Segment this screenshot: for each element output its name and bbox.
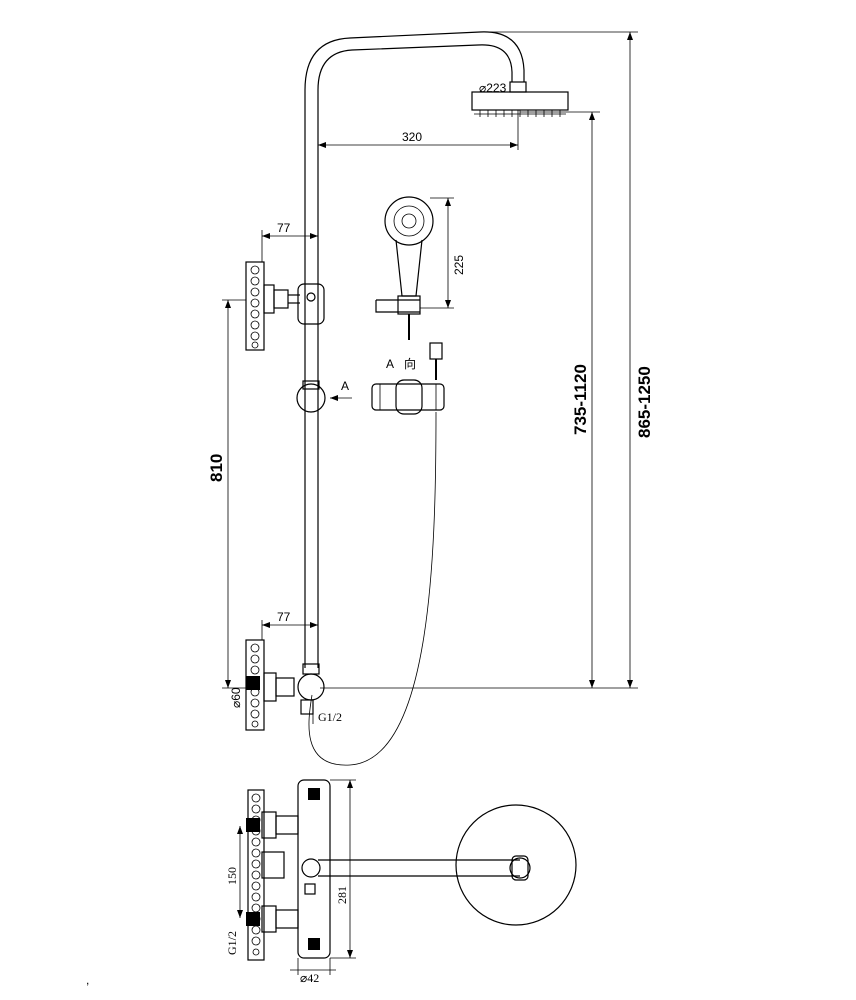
overhead-shower-head: ⌀223 — [471, 81, 569, 117]
overhead-head-top-view — [455, 804, 577, 926]
mixer-inlet-thread-label: G1/2 — [225, 931, 239, 955]
riser-slider: A — [296, 379, 352, 413]
slider-detail-a-view: A 向 — [371, 342, 445, 415]
arm-reach-dimension: 320 — [318, 110, 519, 150]
mixer-centers-label: 150 — [225, 867, 239, 885]
thermostatic-mixer: 150 G1/2 281 ⌀42 — [225, 779, 529, 985]
top-offset-label: 77 — [277, 221, 291, 235]
bracket-spacing-dimension: 810 — [207, 299, 246, 689]
head-range-dimension: 735-1120 — [320, 111, 600, 689]
bottom-wall-bracket: 77 ⌀60 G1/2 — [229, 610, 342, 731]
bracket-spacing-label: 810 — [207, 454, 226, 482]
head-diameter-label: ⌀223 — [479, 81, 507, 95]
flange-diameter-label: ⌀60 — [229, 687, 243, 708]
stray-mark: , — [86, 973, 89, 987]
total-range-label: 865-1250 — [635, 366, 654, 438]
head-range-label: 735-1120 — [571, 364, 590, 435]
mixer-height-label: 281 — [335, 886, 349, 904]
view-marker-direction: 向 — [404, 356, 416, 371]
inlet-thread-label: G1/2 — [318, 710, 342, 724]
total-range-dimension: 865-1250 — [480, 31, 654, 689]
handshower-height-label: 225 — [452, 255, 466, 275]
bottom-offset-label: 77 — [277, 610, 291, 624]
hand-shower: 225 — [375, 196, 466, 340]
mixer-body-diameter-label: ⌀42 — [300, 971, 319, 985]
view-marker-label: A — [386, 357, 394, 371]
view-arrow-label: A — [341, 379, 349, 393]
shower-riser — [304, 31, 525, 668]
top-wall-bracket: 77 — [245, 221, 325, 351]
hose — [308, 411, 437, 766]
arm-reach-label: 320 — [402, 130, 422, 144]
